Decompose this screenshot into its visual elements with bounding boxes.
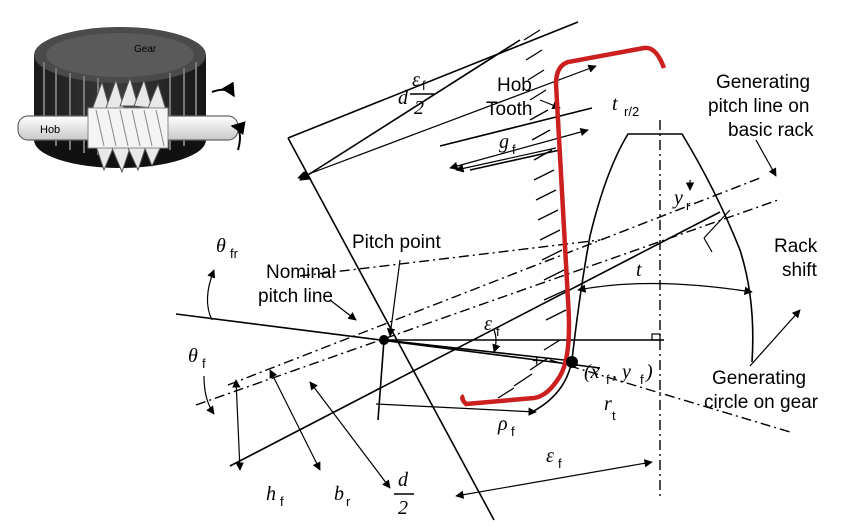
sym-theta-fr: θ (216, 235, 226, 257)
sym-h-f: h (266, 483, 276, 505)
generating-pitch-line-label-3: basic rack (728, 120, 814, 141)
sym-y-r: y (672, 187, 683, 209)
hob-label: Hob (40, 124, 60, 136)
pitch-point-dot (379, 335, 389, 345)
sym-theta-f: θ (188, 345, 198, 367)
sym-r-t-sub: t (612, 408, 616, 423)
sym-eps-mid-sub: f (496, 324, 500, 339)
nominal-pitch-line-label-2: pitch line (258, 286, 333, 307)
sym-b-r: b (334, 483, 344, 505)
hob-tooth-label-1: Hob (497, 75, 532, 96)
sym-h-f-sub: f (280, 494, 284, 509)
generating-pitch-line-label-2: pitch line on (708, 96, 809, 117)
sym-yf-mid: , y (612, 361, 631, 383)
rack-shift-label-1: Rack (774, 236, 818, 257)
generating-circle-label-1: Generating (712, 368, 806, 389)
plus-mark: + (532, 353, 541, 370)
sym-b-r-sub: r (346, 494, 351, 509)
sym-t: t (636, 259, 642, 281)
sym-eps-top-sub: f (422, 78, 426, 93)
sym-t-r2: t (612, 93, 618, 115)
math-symbols: d ε f 2 t r/2 g f y r θ fr t ε f θ f (x … (188, 69, 691, 519)
rack-shift-label-2: shift (782, 260, 818, 281)
hob-rotation-arrow-icon (230, 121, 246, 151)
hob-tooth-profile (460, 45, 667, 407)
hobbing-inset-illustration: Gear Hob (17, 27, 246, 174)
sym-eps-mid: ε (484, 313, 492, 335)
nominal-pitch-line-label-1: Nominal (266, 262, 336, 283)
sym-yf-sub: f (640, 372, 644, 387)
hob-tooth-label-2: Tooth (486, 99, 532, 120)
contact-point-dot (566, 356, 578, 368)
generating-pitch-line-label-1: Generating (716, 72, 810, 93)
sym-xf-open: (x (584, 361, 600, 383)
sym-two-bottom: 2 (398, 497, 408, 519)
sym-two-top: 2 (414, 97, 424, 119)
generating-circle-label-2: circle on gear (704, 392, 819, 413)
hob-tooth-hatching (497, 29, 567, 399)
sym-theta-fr-sub: fr (230, 246, 239, 261)
gear-label: Gear (134, 44, 157, 55)
sym-d-top: d (398, 87, 409, 109)
sym-xf-sub: f (606, 372, 610, 387)
sym-eps-top: ε (412, 69, 420, 91)
sym-close-paren: ) (645, 361, 653, 383)
sym-theta-f-sub: f (202, 356, 206, 371)
pitch-point-label: Pitch point (352, 232, 441, 253)
sym-eps-bottom-sub: f (558, 456, 562, 471)
gear-rotation-arrow-icon (211, 81, 235, 98)
sym-rho-f-sub: f (511, 424, 515, 439)
sym-eps-bottom: ε (546, 445, 554, 467)
text-labels: Hob Tooth Generating pitch line on basic… (258, 72, 819, 413)
sym-d-bottom: d (398, 469, 409, 491)
sym-t-r2-sub: r/2 (624, 104, 639, 119)
sym-y-r-sub: r (686, 198, 691, 213)
sym-r-t: r (604, 393, 612, 415)
construction-lines (175, 21, 801, 521)
sym-g: g (499, 131, 509, 153)
sym-rho-f: ρ (497, 413, 508, 435)
sym-g-sub: f (512, 142, 516, 157)
